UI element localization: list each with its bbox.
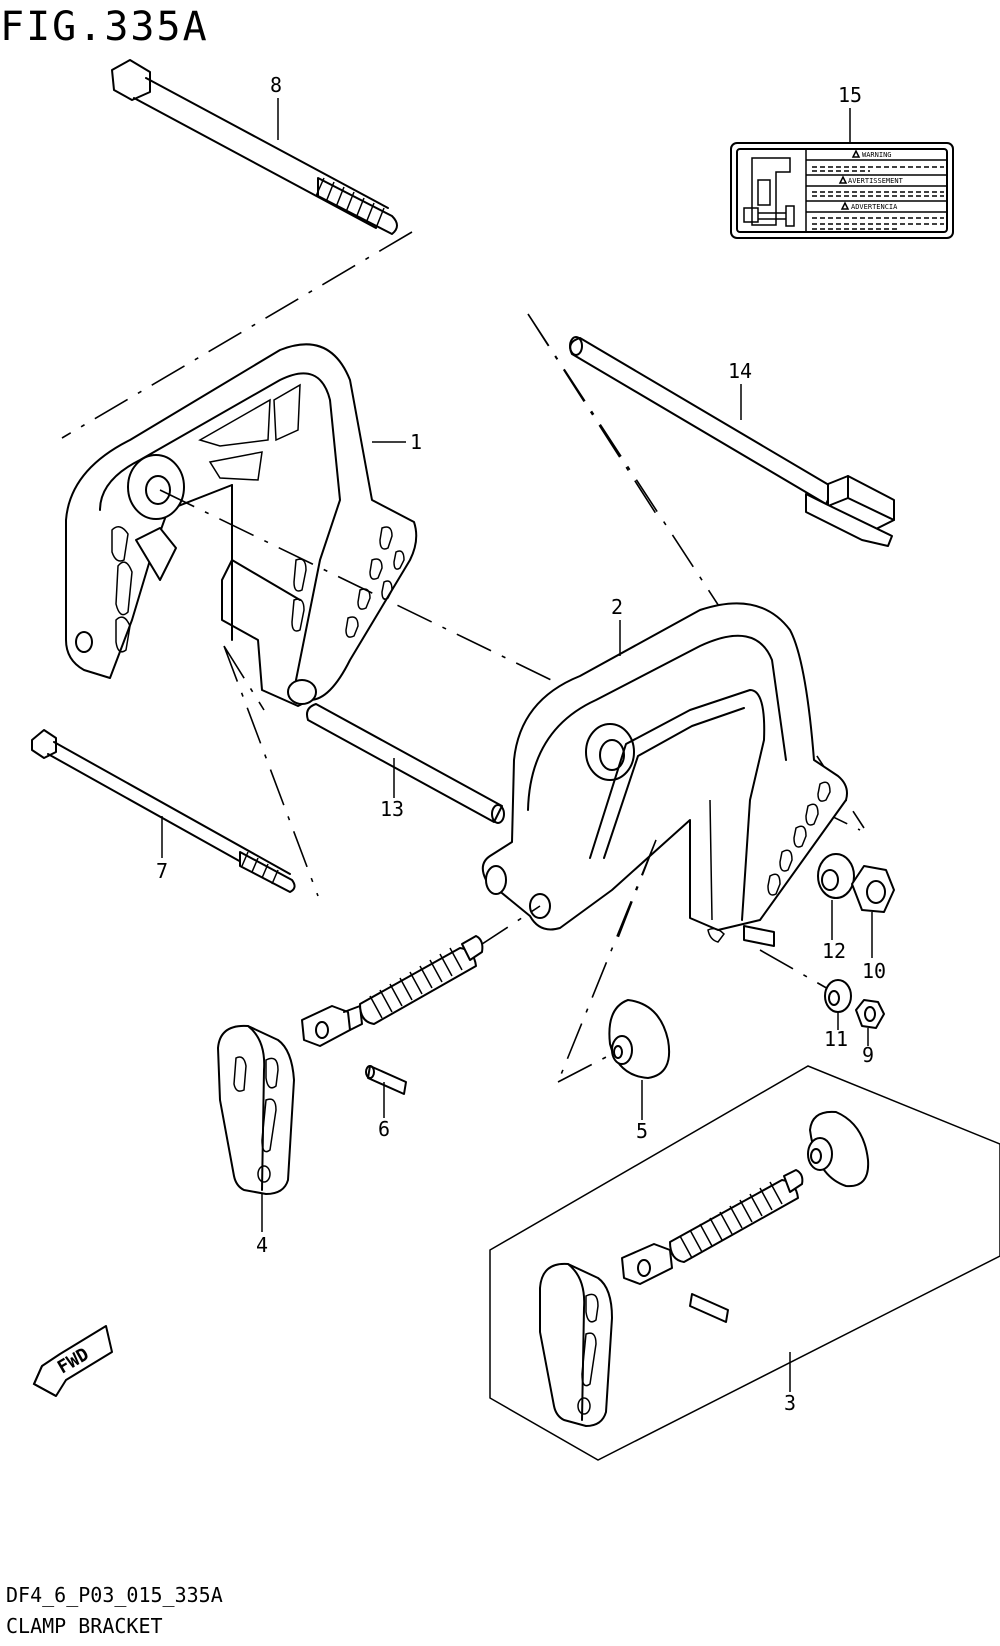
part-10-nut[interactable] <box>851 865 895 913</box>
assembly-line-screw <box>475 905 541 949</box>
part-9-nut[interactable] <box>855 999 885 1029</box>
callout-1: 1 <box>410 430 422 454</box>
callout-6: 6 <box>378 1117 390 1141</box>
part-3-clamp-screw-assembly[interactable] <box>539 1110 870 1427</box>
callout-11: 11 <box>824 1027 848 1051</box>
callout-15: 15 <box>838 83 862 107</box>
part-3-assembly-frame <box>489 1065 1000 1461</box>
clamp-pictogram-icon <box>743 157 795 227</box>
part-8-bolt[interactable] <box>111 59 398 235</box>
part-13-pin[interactable] <box>306 703 505 824</box>
part-15-warning-label[interactable]: WARNING AVERTISSEMENT ADVERTENCIA <box>730 142 954 239</box>
figure-code: DF4_6_P03_015_335A <box>6 1583 223 1607</box>
callout-4: 4 <box>256 1233 268 1257</box>
callout-13: 13 <box>380 797 404 821</box>
figure-title: FIG.335A <box>0 4 209 50</box>
part-14-tilt-rod[interactable] <box>569 336 895 547</box>
figure-name: CLAMP BRACKET <box>6 1614 163 1638</box>
callout-2: 2 <box>611 595 623 619</box>
assembly-line-5 <box>557 839 657 1083</box>
clamp-screw[interactable] <box>301 935 484 1047</box>
part-2-swivel-bracket[interactable] <box>481 602 848 947</box>
part-5-pad[interactable] <box>608 999 670 1079</box>
label-warning-text: WARNING <box>862 151 892 159</box>
callout-9: 9 <box>862 1043 874 1067</box>
callout-5: 5 <box>636 1119 648 1143</box>
warning-triangle-icon <box>838 175 848 184</box>
assembly-line-nuts <box>759 949 831 991</box>
part-11-washer[interactable] <box>824 979 852 1013</box>
assembly-line-8 <box>61 231 413 439</box>
part-6-pin[interactable] <box>365 1065 407 1095</box>
part-7-bolt[interactable] <box>31 729 296 893</box>
label-avertissement-text: AVERTISSEMENT <box>848 177 904 185</box>
callout-7: 7 <box>156 859 168 883</box>
callout-10: 10 <box>862 959 886 983</box>
part-4-handle[interactable] <box>217 1024 295 1195</box>
callout-8: 8 <box>270 73 282 97</box>
part-12-washer[interactable] <box>817 853 855 899</box>
assembly-line-7 <box>223 645 319 897</box>
callout-14: 14 <box>728 359 752 383</box>
callout-3: 3 <box>784 1391 796 1415</box>
part-1-stern-bracket[interactable] <box>65 343 418 707</box>
label-advertencia-text: ADVERTENCIA <box>851 203 898 211</box>
fwd-arrow-icon: FWD <box>32 1325 113 1397</box>
warning-triangle-icon <box>840 201 850 210</box>
warning-triangle-icon <box>851 149 861 158</box>
callout-12: 12 <box>822 939 846 963</box>
assembly-line-14 <box>527 313 865 829</box>
